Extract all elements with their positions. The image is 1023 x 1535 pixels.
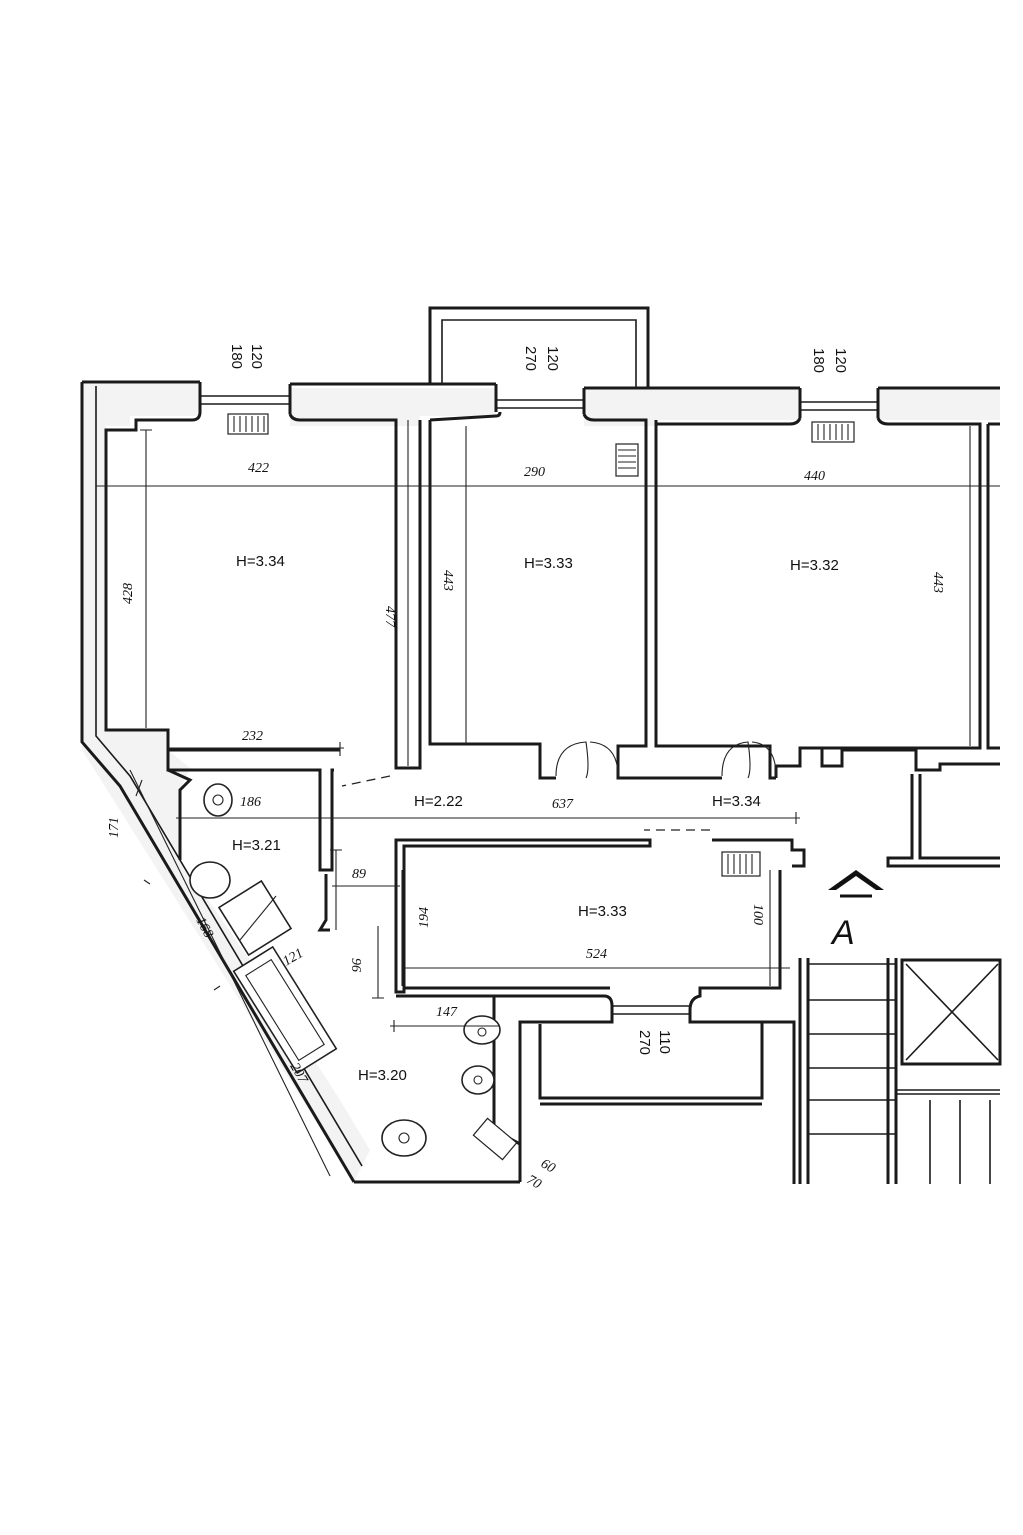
dim-room1-bottom: 232 — [242, 729, 263, 744]
dimension-labels: 422 290 440 428 477 232 443 443 637 186 … — [107, 461, 945, 1192]
stairwell — [808, 958, 1002, 1184]
windows — [200, 395, 878, 1015]
entrance-label: A — [830, 914, 855, 952]
bath1-height: H=3.21 — [232, 837, 281, 854]
room-labels: H=3.34 H=3.33 H=3.32 H=2.22 H=3.34 H=3.2… — [232, 553, 839, 1084]
window3-top: 120 — [832, 348, 849, 373]
dim-bottom-cut: 70 — [524, 1172, 544, 1192]
dimension-lines — [96, 420, 1000, 1177]
window3-bottom: 180 — [810, 348, 827, 373]
fixtures — [189, 783, 501, 1157]
dim-room3-depth: 443 — [930, 572, 945, 593]
dim-corridor-length: 637 — [552, 797, 574, 812]
window4-bottom: 270 — [636, 1030, 653, 1055]
window1-top: 120 — [248, 344, 265, 369]
dim-room2-depth: 443 — [440, 570, 455, 591]
window2-top: 120 — [544, 346, 561, 371]
doors — [555, 741, 777, 779]
dim-small-96: 96 — [348, 958, 363, 972]
entrance-arrow-icon — [828, 870, 884, 890]
dim-kitchen-left: 194 — [417, 907, 432, 928]
bath2-height: H=3.20 — [358, 1067, 407, 1084]
hall-height: H=3.34 — [712, 793, 761, 810]
dim-room2-width: 290 — [524, 465, 545, 480]
dim-bath1-side: 171 — [107, 817, 122, 838]
dim-room1-depth-left: 428 — [121, 583, 136, 604]
room2-height: H=3.33 — [524, 555, 573, 572]
window1-bottom: 180 — [228, 344, 245, 369]
corridor-height: H=2.22 — [414, 793, 463, 810]
dim-room1-width: 422 — [248, 461, 269, 476]
dim-bottom-60: 60 — [538, 1156, 558, 1176]
window2-bottom: 270 — [522, 346, 539, 371]
dim-room1-depth-right: 477 — [382, 606, 397, 628]
dim-bath2-width: 147 — [436, 1005, 458, 1020]
window-labels: 120 180 120 270 120 180 110 270 — [228, 344, 849, 1055]
dim-bath1-width: 186 — [240, 795, 261, 810]
entrance-marker: A — [828, 870, 884, 952]
window4-top: 110 — [656, 1030, 673, 1054]
dim-kitchen-width: 524 — [586, 947, 607, 962]
dim-room3-width: 440 — [804, 469, 825, 484]
kitchen-height: H=3.33 — [578, 903, 627, 920]
dim-door-gap: 89 — [352, 867, 366, 882]
radiators — [227, 413, 855, 1161]
room3-height: H=3.32 — [790, 557, 839, 574]
room1-height: H=3.34 — [236, 553, 285, 570]
dim-kitchen-right: 100 — [750, 904, 765, 925]
